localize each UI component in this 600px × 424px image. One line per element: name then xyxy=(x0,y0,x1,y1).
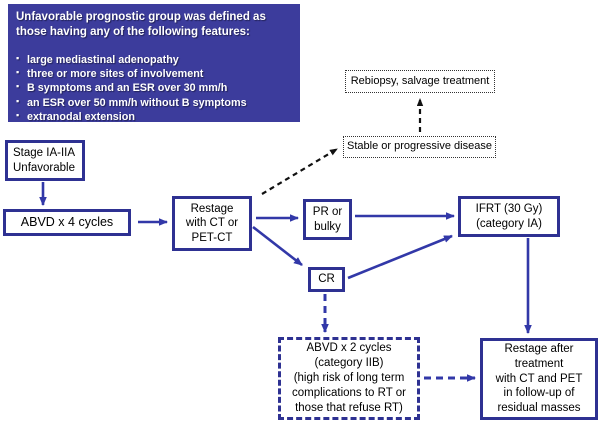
list-item: ▪ extranodal extension xyxy=(16,110,292,124)
list-item-label: large mediastinal adenopathy xyxy=(27,53,179,66)
list-item-label: three or more sites of involvement xyxy=(27,68,204,81)
list-item-label: an ESR over 50 mm/h without B symptoms xyxy=(27,96,247,109)
list-item-label: extranodal extension xyxy=(27,110,136,123)
feature-list: ▪ large mediastinal adenopathy ▪ three o… xyxy=(16,53,292,124)
node-stable-or-progressive-disease: Stable or progressive disease xyxy=(343,136,496,158)
node-stage-ia-iia-unfavorable: Stage IA-IIA Unfavorable xyxy=(5,140,85,181)
list-item-label: B symptoms and an ESR over 30 mm/h xyxy=(27,82,228,95)
node-restage-after-treatment: Restage after treatment with CT and PET … xyxy=(480,338,598,420)
arrow-cr-to-ifrt xyxy=(347,234,453,280)
bullet-icon: ▪ xyxy=(16,95,20,106)
list-item: ▪ three or more sites of involvement xyxy=(16,67,292,81)
list-item: ▪ large mediastinal adenopathy xyxy=(16,53,292,67)
unfavorable-definition-panel: Unfavorable prognostic group was defined… xyxy=(8,4,300,124)
node-abvd-x-4-cycles: ABVD x 4 cycles xyxy=(3,209,131,236)
node-ifrt-30gy-category-ia: IFRT (30 Gy) (category IA) xyxy=(458,196,560,237)
bullet-icon: ▪ xyxy=(16,81,20,92)
node-abvd-x-2-cycles-category-iib: ABVD x 2 cycles (category IIB) (high ris… xyxy=(278,337,420,420)
bullet-icon: ▪ xyxy=(16,109,20,120)
list-item: ▪ an ESR over 50 mm/h without B symptoms xyxy=(16,96,292,110)
panel-title: Unfavorable prognostic group was defined… xyxy=(16,11,266,38)
node-rebiopsy-salvage-treatment: Rebiopsy, salvage treatment xyxy=(345,70,495,93)
arrow-restage-to-cr xyxy=(252,225,303,267)
bullet-icon: ▪ xyxy=(16,67,20,78)
node-cr: CR xyxy=(308,267,345,292)
bullet-icon: ▪ xyxy=(16,52,20,63)
arrow-restage-to-stable-dashed xyxy=(261,148,338,195)
node-restage-with-ct-or-pet-ct: Restage with CT or PET-CT xyxy=(172,196,252,251)
list-item: ▪ B symptoms and an ESR over 30 mm/h xyxy=(16,81,292,95)
node-pr-or-bulky: PR or bulky xyxy=(303,199,352,240)
